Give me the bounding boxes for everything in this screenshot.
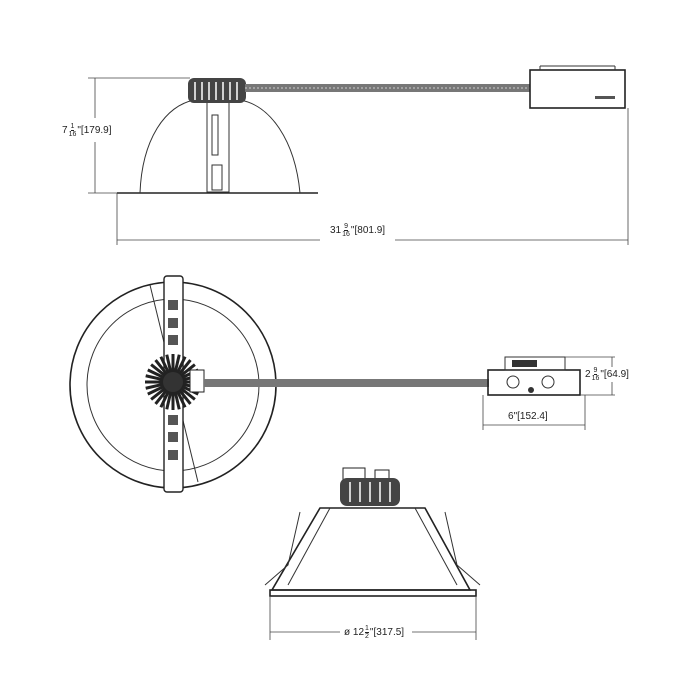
junction-box bbox=[529, 69, 626, 109]
trim-front bbox=[269, 589, 477, 597]
heatsink-fin bbox=[175, 388, 187, 408]
heatsink-fin bbox=[154, 387, 170, 405]
heatsink-fin bbox=[179, 384, 199, 396]
heatsink-fin bbox=[159, 388, 171, 408]
heatsink-fin bbox=[147, 368, 167, 380]
heatsink-fin bbox=[159, 356, 171, 376]
heatsink-fin bbox=[175, 356, 187, 376]
side-elevation bbox=[88, 65, 629, 245]
flex-conduit-plan bbox=[204, 379, 489, 387]
box-width-dimension-label: 6"[152.4] bbox=[508, 411, 548, 422]
reflector-front bbox=[270, 507, 472, 591]
heatsink-fin bbox=[150, 385, 168, 401]
heatsink-fin bbox=[154, 359, 170, 377]
reflector-side bbox=[139, 99, 301, 194]
flex-conduit bbox=[245, 84, 530, 92]
heatsink-fin bbox=[173, 389, 181, 410]
heatsink-fin bbox=[173, 354, 181, 375]
heatsink-fin bbox=[150, 363, 168, 379]
heatsink-fin bbox=[145, 374, 166, 382]
heatsink-fin bbox=[176, 359, 192, 377]
heatsink-fin bbox=[176, 387, 192, 405]
heatsink-fin bbox=[178, 385, 196, 401]
heatsink-fin bbox=[145, 382, 166, 390]
heatsink-fin bbox=[165, 354, 173, 375]
heatsink-core bbox=[163, 372, 183, 392]
heatsink-fin bbox=[178, 363, 196, 379]
junction-box-plan bbox=[487, 369, 581, 396]
plan-view bbox=[69, 275, 615, 493]
heatsink-fin bbox=[165, 389, 173, 410]
front-elevation bbox=[264, 467, 481, 640]
heatsink-fin bbox=[147, 384, 167, 396]
